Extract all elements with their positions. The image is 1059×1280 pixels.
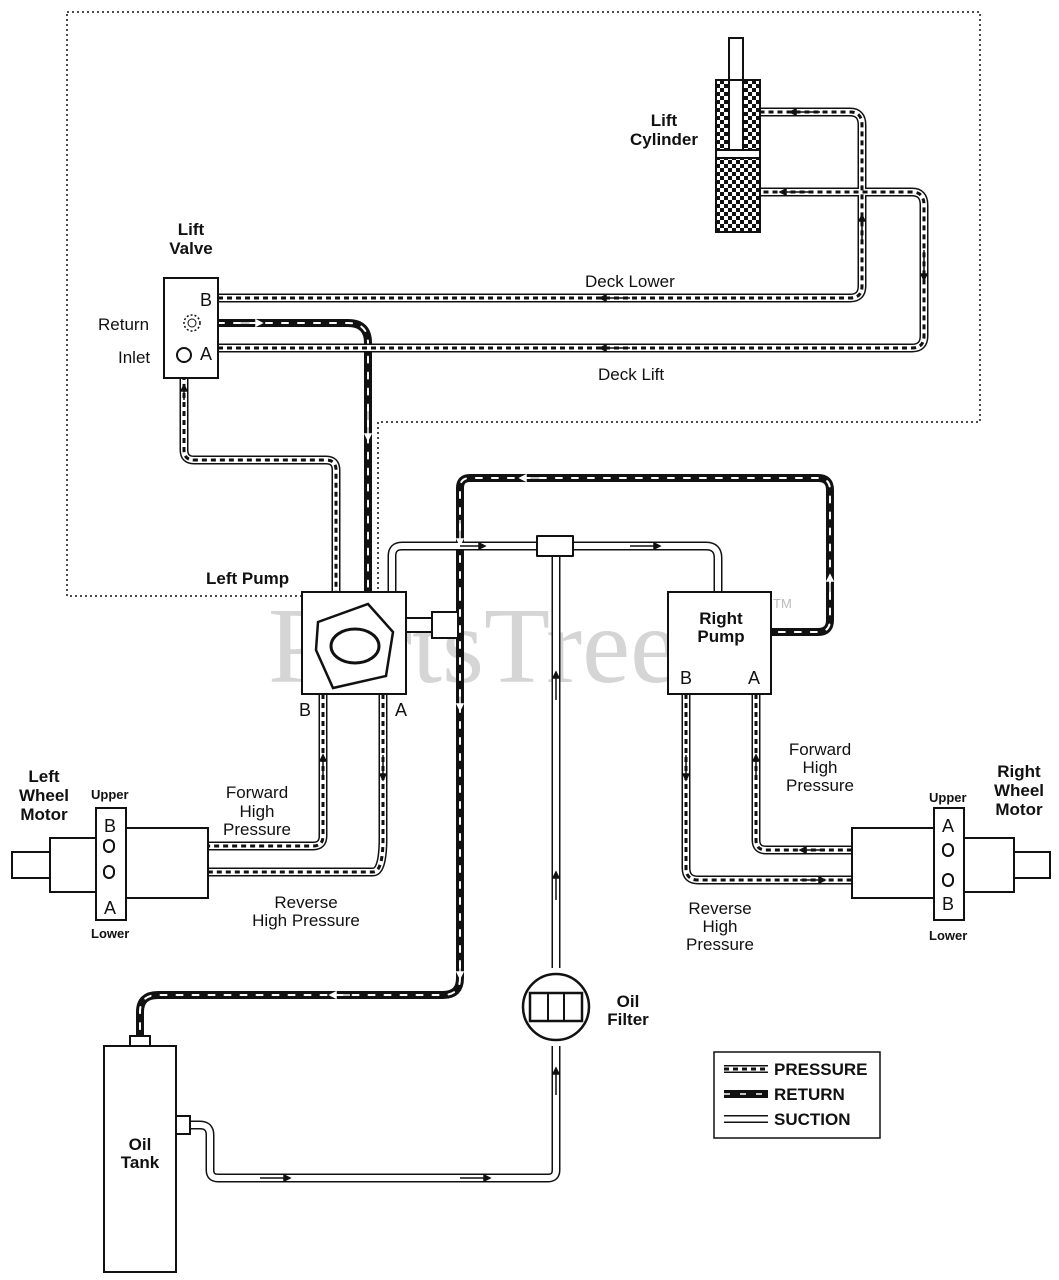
left-motor-label-2: Wheel xyxy=(19,786,69,805)
oil-filter-label-2: Filter xyxy=(607,1010,649,1029)
right-pump-port-a: A xyxy=(748,668,760,688)
legend-pressure-label: PRESSURE xyxy=(774,1060,868,1079)
deck-lower-label: Deck Lower xyxy=(585,272,675,291)
lift-cylinder: Lift Cylinder xyxy=(630,37,761,233)
left-pump-label: Left Pump xyxy=(206,569,289,588)
right-pump-label-1: Right xyxy=(699,609,743,628)
oil-tank: Oil Tank xyxy=(103,1035,191,1273)
svg-text:Reverse: Reverse xyxy=(274,893,337,912)
right-motor-label-2: Wheel xyxy=(994,781,1044,800)
right-pump-port-b: B xyxy=(680,668,692,688)
oil-filter-label-1: Oil xyxy=(617,992,640,1011)
svg-text:High: High xyxy=(803,758,838,777)
right-pump: Right Pump B A xyxy=(667,591,772,695)
right-motor-label-1: Right xyxy=(997,762,1041,781)
lift-valve-label-1: Lift xyxy=(178,220,205,239)
right-pump-label-2: Pump xyxy=(697,627,744,646)
valve-return-label: Return xyxy=(98,315,149,334)
valve-inlet-label: Inlet xyxy=(118,348,150,367)
left-motor-port-a: A xyxy=(104,898,116,918)
right-motor-label-3: Motor xyxy=(995,800,1043,819)
return-lines xyxy=(136,319,834,1046)
left-pump-port-b: B xyxy=(299,700,311,720)
svg-text:Pressure: Pressure xyxy=(786,776,854,795)
valve-port-a: A xyxy=(200,344,212,364)
right-motor-upper: Upper xyxy=(929,790,967,805)
svg-text:Forward: Forward xyxy=(789,740,851,759)
svg-text:Reverse: Reverse xyxy=(688,899,751,918)
left-reverse-label: Reverse High Pressure xyxy=(252,893,360,930)
legend-suction-label: SUCTION xyxy=(774,1110,851,1129)
legend-return-label: RETURN xyxy=(774,1085,845,1104)
left-motor-port-b: B xyxy=(104,816,116,836)
lift-valve-label-2: Valve xyxy=(169,239,213,258)
left-motor-lower: Lower xyxy=(91,926,129,941)
flow-arrows xyxy=(148,107,929,1183)
oil-tank-label-2: Tank xyxy=(121,1153,160,1172)
left-motor-label-3: Motor xyxy=(20,805,68,824)
pressure-lines xyxy=(112,107,948,885)
svg-text:High: High xyxy=(240,802,275,821)
lift-cylinder-label-2: Cylinder xyxy=(630,130,698,149)
lift-cylinder-label-1: Lift xyxy=(651,111,678,130)
left-pump: Left Pump B A xyxy=(206,569,459,720)
oil-filter: Oil Filter xyxy=(521,972,649,1042)
right-motor-port-a: A xyxy=(942,816,954,836)
svg-text:Pressure: Pressure xyxy=(686,935,754,954)
svg-text:Forward: Forward xyxy=(226,783,288,802)
lift-valve: Lift Valve B A Return Inlet xyxy=(98,220,219,379)
legend: PRESSURE RETURN SUCTION xyxy=(713,1051,881,1139)
deck-lift-label: Deck Lift xyxy=(598,365,664,384)
right-motor-port-b: B xyxy=(942,894,954,914)
left-pump-port-a: A xyxy=(395,700,407,720)
svg-text:High Pressure: High Pressure xyxy=(252,911,360,930)
valve-port-b: B xyxy=(200,290,212,310)
left-motor-label-1: Left xyxy=(28,767,60,786)
oil-tank-label-1: Oil xyxy=(129,1135,152,1154)
left-wheel-motor: Left Wheel Motor Upper Lower B A xyxy=(11,767,209,941)
left-motor-upper: Upper xyxy=(91,787,129,802)
right-wheel-motor: Right Wheel Motor Upper Lower A B xyxy=(851,762,1051,943)
right-reverse-label: Reverse High Pressure xyxy=(686,899,754,954)
left-forward-label: Forward High Pressure xyxy=(223,783,291,839)
right-forward-label: Forward High Pressure xyxy=(786,740,854,795)
lift-circuit-boundary xyxy=(66,11,981,597)
right-motor-lower: Lower xyxy=(929,928,967,943)
svg-text:Pressure: Pressure xyxy=(223,820,291,839)
svg-text:High: High xyxy=(703,917,738,936)
svg-text:TM: TM xyxy=(773,596,792,611)
